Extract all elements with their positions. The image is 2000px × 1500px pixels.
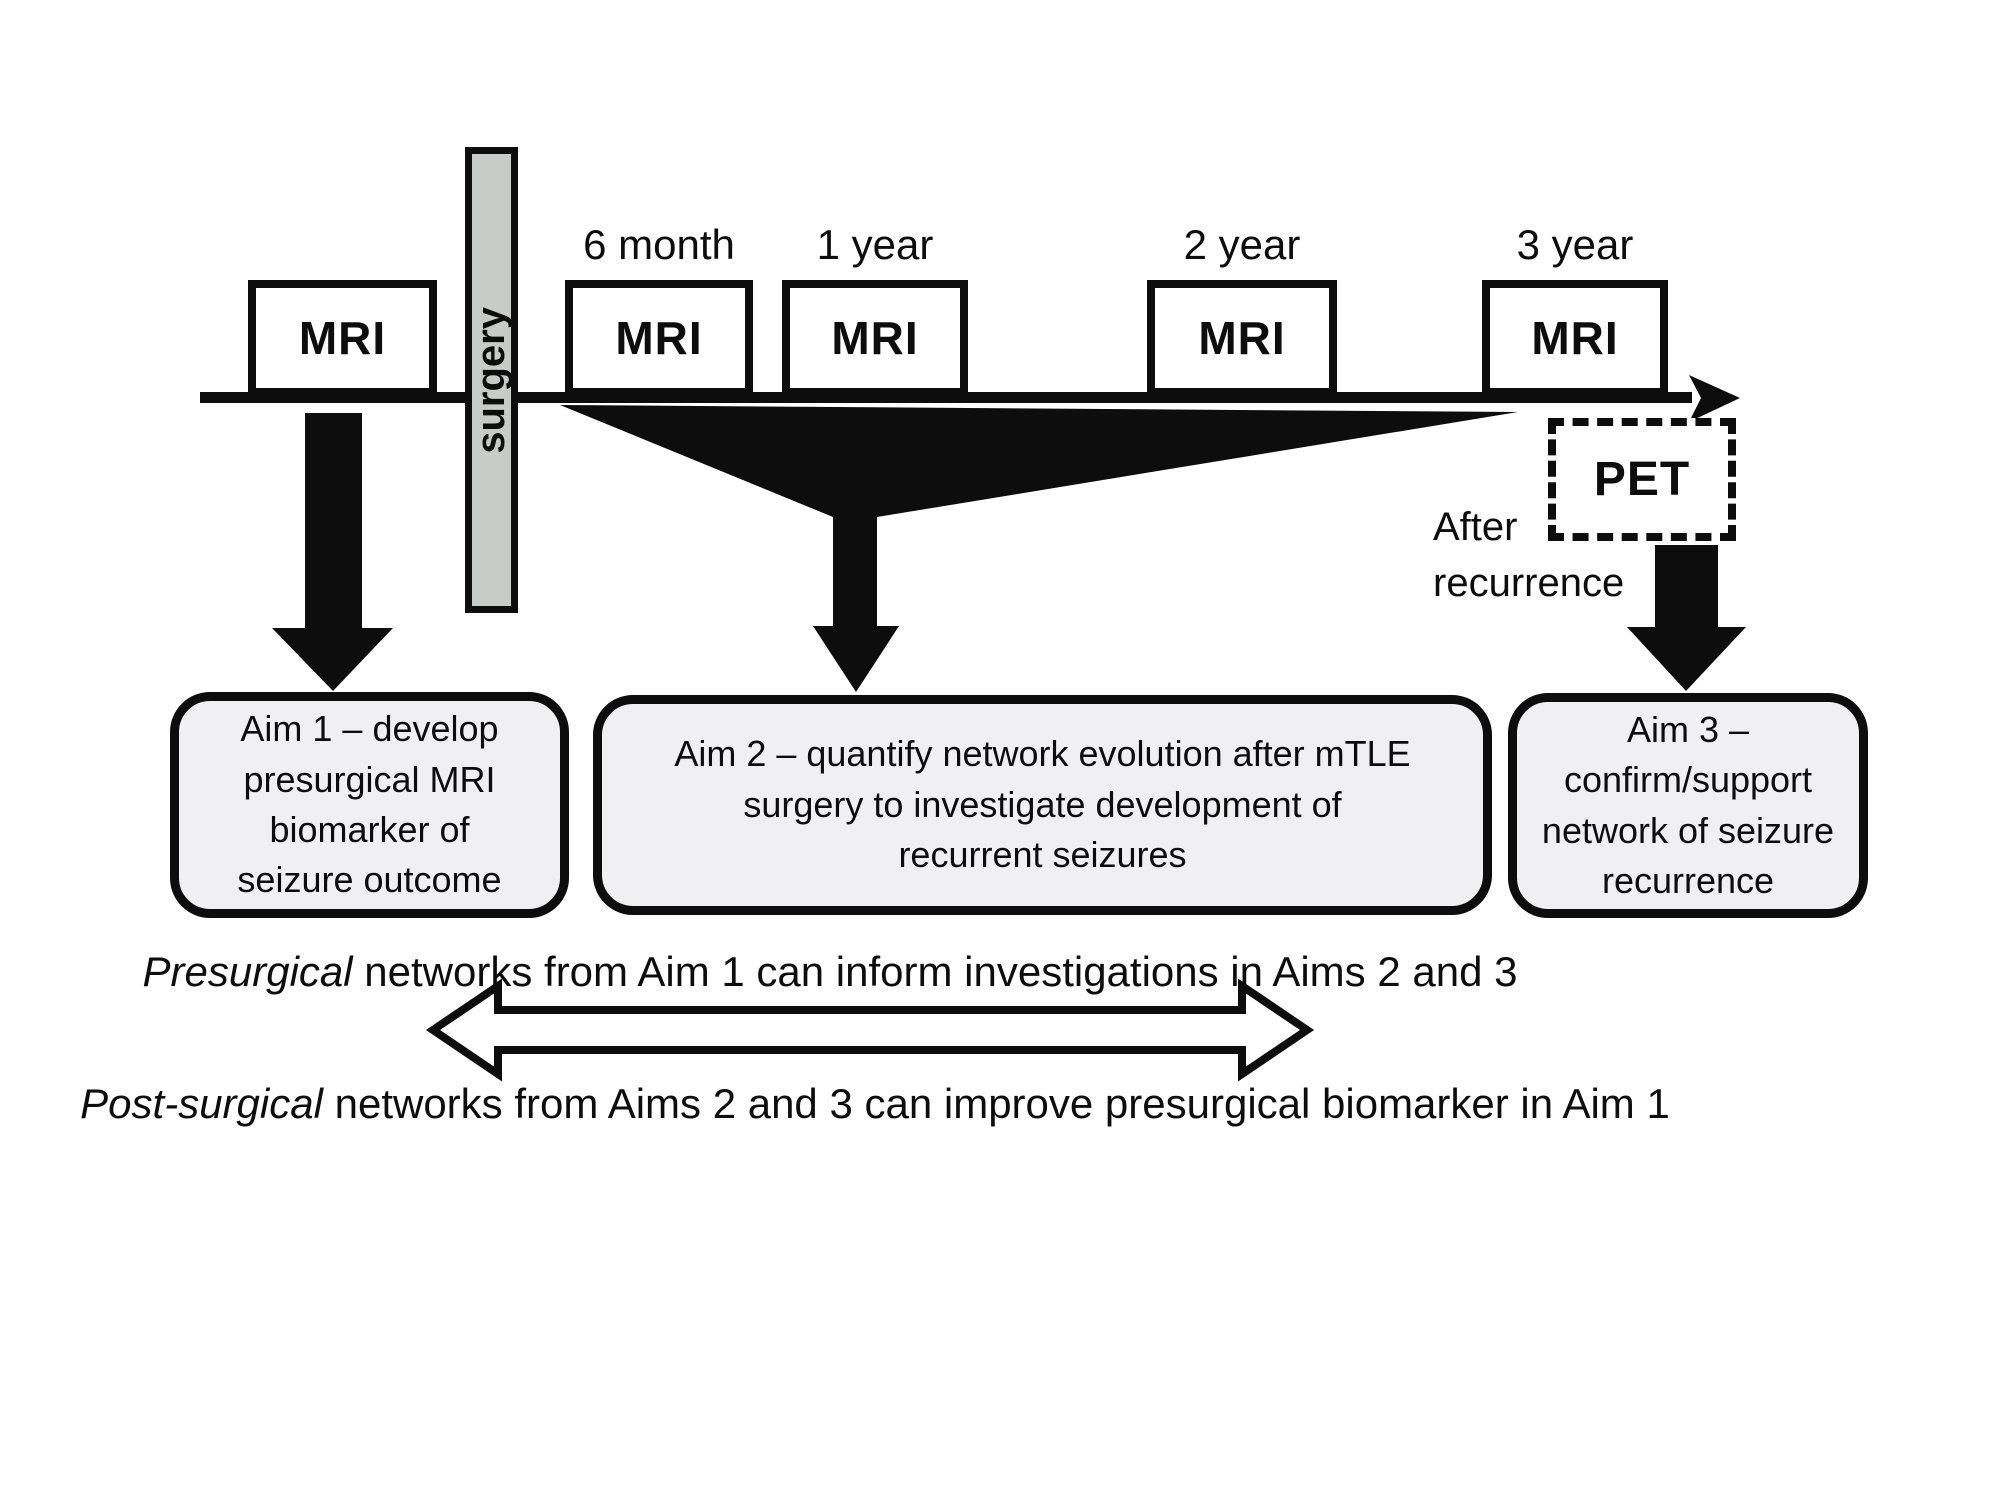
mri-label: MRI	[1198, 312, 1286, 364]
funnel-arrow-to-aim2	[560, 405, 1518, 692]
arrow-to-aim1	[272, 413, 393, 691]
double-headed-arrow-icon	[425, 978, 1315, 1082]
mri-box-1year: MRI	[782, 280, 968, 396]
pet-after-recurrence-note: After recurrence	[1433, 505, 1625, 605]
aim2-text: Aim 2 – quantify network evolution after…	[674, 733, 1411, 876]
feedback-bottom-text: Post-surgical networks from Aims 2 and 3…	[0, 1080, 1750, 1128]
mri-box-2year: MRI	[1147, 280, 1337, 396]
mri-box-6month: MRI	[565, 280, 753, 396]
pet-box: PET	[1548, 418, 1736, 541]
timeline-axis	[200, 392, 1692, 403]
aim1-text: Aim 1 – develop presurgical MRI biomarke…	[237, 708, 502, 901]
feedback-top-text: Presurgical networks from Aim 1 can info…	[0, 948, 1660, 996]
feedback-bottom-rest: networks from Aims 2 and 3 can improve p…	[322, 1080, 1670, 1127]
feedback-top-rest: networks from Aim 1 can inform investiga…	[352, 948, 1518, 995]
aim3-box: Aim 3 – confirm/support network of seizu…	[1508, 693, 1868, 918]
feedback-bottom-italic: Post-surgical	[80, 1080, 323, 1127]
time-label-2year: 2 year	[1183, 221, 1301, 268]
timeline-arrowhead-icon	[1689, 375, 1740, 422]
aim2-box: Aim 2 – quantify network evolution after…	[593, 695, 1492, 915]
pet-label: PET	[1593, 453, 1691, 506]
mri-box-3year: MRI	[1482, 280, 1668, 396]
arrow-to-aim3	[1627, 545, 1746, 691]
surgery-bar: surgery	[465, 147, 518, 613]
mri-label: MRI	[615, 312, 703, 364]
surgery-label: surgery	[469, 306, 513, 454]
mri-label: MRI	[1531, 312, 1619, 364]
aim1-box: Aim 1 – develop presurgical MRI biomarke…	[170, 692, 569, 918]
mri-label: MRI	[298, 312, 387, 364]
feedback-top-italic: Presurgical	[142, 948, 353, 995]
mri-label: MRI	[831, 312, 919, 364]
time-label-1year: 1 year	[816, 221, 934, 268]
aim3-text: Aim 3 – confirm/support network of seizu…	[1541, 708, 1835, 901]
mri-box-presurgical: MRI	[248, 280, 437, 396]
time-label-6month: 6 month	[583, 221, 735, 268]
time-label-3year: 3 year	[1516, 221, 1634, 268]
